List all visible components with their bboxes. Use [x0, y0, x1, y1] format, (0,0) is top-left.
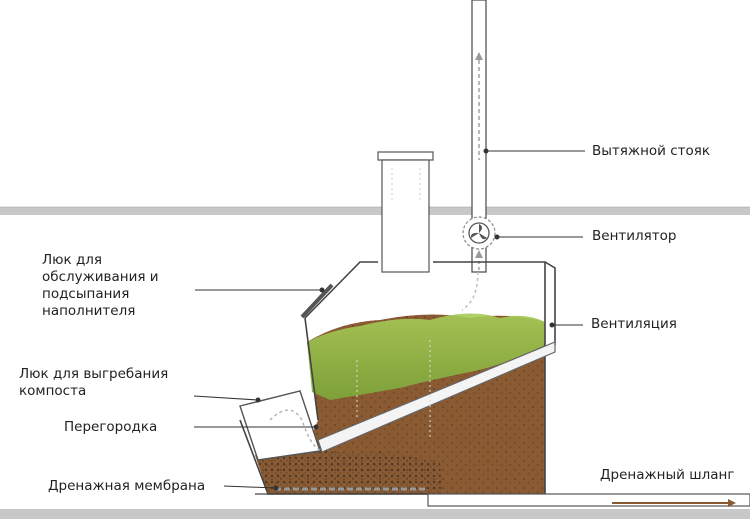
lower-floor-band [0, 509, 750, 519]
drainage-flow-arrow [612, 499, 736, 507]
lower-compost [258, 449, 442, 494]
label-drainage-membrane: Дренажная мембрана [48, 478, 206, 494]
compost-hatch [239, 390, 321, 461]
label-service-hatch-line2: обслуживания и [42, 269, 159, 285]
composter-container [239, 261, 556, 495]
label-fan: Вентилятор [592, 228, 677, 244]
label-ventilation: Вентиляция [591, 316, 677, 332]
label-service-hatch-line4: наполнителя [42, 303, 136, 319]
upper-floor-band [0, 207, 750, 215]
label-service-hatch: Люк для обслуживания и подсыпания наполн… [42, 252, 159, 320]
label-compost-hatch-line1: Люк для выгребания [19, 366, 169, 382]
label-partition: Перегородка [64, 419, 158, 435]
ventilation-channel [544, 261, 556, 345]
label-compost-hatch: Люк для выгребания компоста [19, 366, 168, 400]
fan-icon [462, 216, 496, 250]
label-service-hatch-line1: Люк для [42, 252, 103, 268]
label-service-hatch-line3: подсыпания [42, 286, 130, 302]
label-exhaust-riser: Вытяжной стояк [592, 143, 711, 159]
label-drainage-hose: Дренажный шланг [600, 467, 735, 483]
exhaust-riser-pipe [471, 0, 487, 273]
leader-lines [193, 148, 585, 491]
moss-layer [307, 313, 545, 400]
drainage-hose [427, 493, 750, 507]
label-compost-hatch-line2: компоста [19, 383, 87, 399]
partition-plate [317, 341, 556, 453]
toilet-seat-pipe [377, 151, 434, 273]
service-hatch [300, 283, 334, 319]
